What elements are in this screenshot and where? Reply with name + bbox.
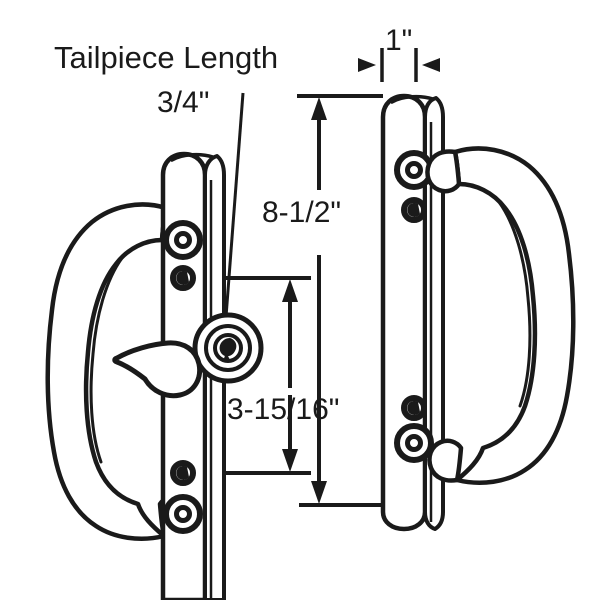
faceplate-width-dimension xyxy=(358,48,440,82)
right-pull-handle xyxy=(425,146,576,485)
large-screw-hole xyxy=(163,220,203,260)
small-hole xyxy=(170,265,196,291)
hole-spacing-label: 8-1/2" xyxy=(262,196,341,229)
small-hole xyxy=(401,395,427,421)
small-hole xyxy=(401,197,427,223)
hole-spacing-dimension xyxy=(297,94,383,507)
large-screw-hole xyxy=(163,494,203,534)
cylinder-spacing-label: 3-15/16" xyxy=(227,393,339,426)
faceplate-width-label: 1" xyxy=(385,24,412,57)
cylinder-spacing-dimension xyxy=(213,276,311,475)
tailpiece-length-label: Tailpiece Length xyxy=(54,40,278,75)
key-cylinder xyxy=(192,312,264,384)
large-screw-hole xyxy=(394,423,434,463)
thumb-latch-lever xyxy=(112,340,203,399)
tailpiece-value-label: 3/4" xyxy=(157,86,209,119)
right-faceplate-holes xyxy=(394,150,434,463)
tailpiece-leader-line xyxy=(223,92,245,331)
small-hole xyxy=(170,460,196,486)
left-faceplate-holes xyxy=(163,220,203,534)
